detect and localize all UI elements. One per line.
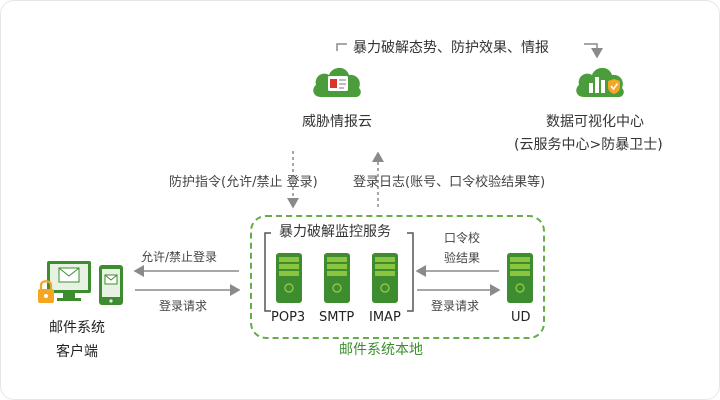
monitor-group-bracket bbox=[264, 232, 414, 312]
client-login-request-label: 登录请求 bbox=[159, 299, 208, 313]
client-label-line2: 客户端 bbox=[56, 344, 98, 360]
data-viz-label: 数据可视化中心 bbox=[546, 114, 644, 130]
imap-server-icon bbox=[372, 253, 398, 303]
client-label-line1: 邮件系统 bbox=[49, 320, 105, 336]
pop3-server-icon bbox=[276, 253, 302, 303]
top-bracket-connector bbox=[336, 43, 597, 57]
ud-server-icon bbox=[507, 253, 533, 303]
smtp-label: SMTP bbox=[319, 310, 355, 325]
top-flow-label: 暴力破解态势、防护效果、情报 bbox=[353, 40, 549, 56]
local-mail-system-label: 邮件系统本地 bbox=[339, 342, 423, 358]
login-log-label: 登录日志(账号、口令校验结果等) bbox=[353, 175, 546, 190]
pop3-label: POP3 bbox=[271, 310, 306, 325]
imap-label: IMAP bbox=[369, 310, 401, 325]
smtp-server-icon bbox=[324, 253, 350, 303]
cloud-threat-icon bbox=[313, 67, 361, 98]
monitor-group-title: 暴力破解监控服务 bbox=[275, 221, 395, 241]
allow-deny-label: 允许/禁止登录 bbox=[141, 250, 218, 264]
verify-result-label-line2: 验结果 bbox=[444, 251, 481, 265]
cloud-chart-shield-icon bbox=[576, 67, 624, 98]
ud-login-request-label: 登录请求 bbox=[431, 299, 480, 313]
threat-intel-label: 威胁情报云 bbox=[302, 114, 372, 130]
verify-result-label-line1: 口令校 bbox=[444, 231, 481, 245]
ud-label: UD bbox=[511, 310, 531, 325]
local-mail-system-box bbox=[250, 215, 545, 339]
mail-client-devices-icon bbox=[38, 261, 123, 305]
protect-command-label: 防护指令(允许/禁止 登录) bbox=[169, 175, 318, 190]
data-viz-sublabel: (云服务中心>防暴卫士) bbox=[514, 137, 663, 153]
